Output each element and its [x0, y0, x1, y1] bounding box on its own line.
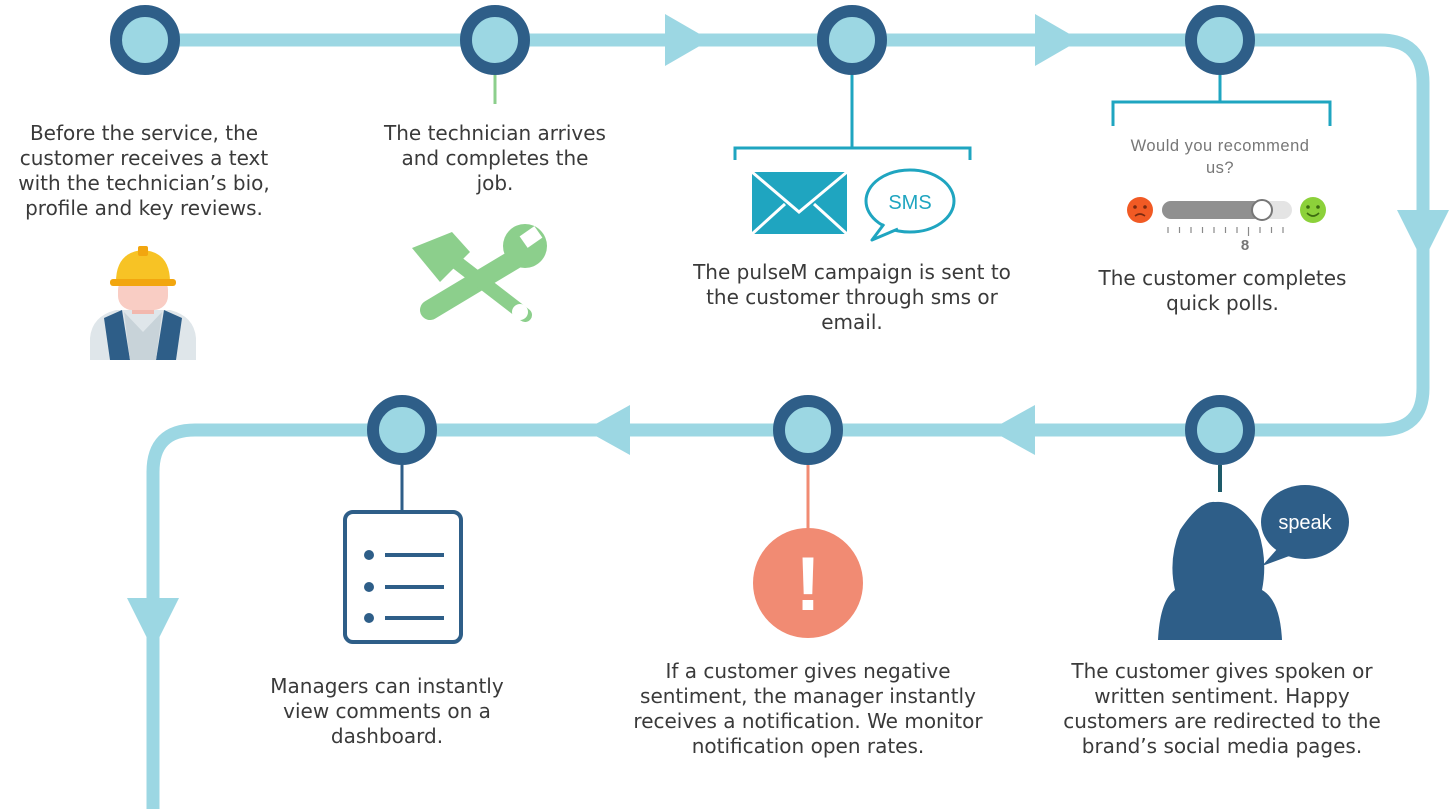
step-7-caption: Managers can instantly view comments on …	[270, 674, 504, 748]
sms-bubble-icon: SMS	[864, 168, 956, 242]
node-5	[1185, 395, 1255, 465]
step-3-caption: The pulseM campaign is sent to the custo…	[693, 260, 1011, 334]
flow-nodes	[110, 5, 1255, 465]
connector-4	[1111, 75, 1332, 126]
arrow-right-2	[1035, 14, 1080, 66]
checklist-icon	[343, 510, 463, 644]
person-speaking-icon: speak	[1158, 485, 1349, 640]
node-2	[460, 5, 530, 75]
speak-badge-text: speak	[1278, 512, 1332, 534]
sad-face-icon	[1127, 197, 1153, 223]
step-4-caption: The customer completes quick polls.	[1098, 266, 1347, 315]
flow-arrows	[127, 14, 1449, 650]
connector-3	[733, 75, 972, 160]
arrow-left-2	[585, 405, 630, 455]
happy-face-icon	[1300, 197, 1326, 223]
arrow-down-1	[1397, 210, 1449, 262]
node-4	[1185, 5, 1255, 75]
arrow-down-2	[127, 598, 179, 650]
flow-path	[145, 33, 1430, 809]
arrow-left-1	[990, 405, 1035, 455]
node-6	[773, 395, 843, 465]
tools-icon	[412, 224, 547, 322]
node-1	[110, 5, 180, 75]
poll-question: Would you recommend us?	[1130, 137, 1310, 177]
alert-badge-text: !	[795, 542, 820, 627]
step-6-caption: If a customer gives negative sentiment, …	[633, 659, 983, 758]
step-5-caption: The customer gives spoken or written sen…	[1063, 659, 1381, 758]
slider-ticks	[1167, 227, 1284, 236]
rating-slider-icon: 8	[1127, 197, 1326, 254]
node-3	[817, 5, 887, 75]
technician-avatar-icon	[90, 246, 196, 360]
node-7	[367, 395, 437, 465]
slider-thumb	[1251, 199, 1273, 221]
alert-icon: !	[753, 528, 863, 638]
arrow-right-1	[665, 14, 710, 66]
step-1-caption: Before the service, the customer receive…	[18, 121, 270, 220]
step-2-caption: The technician arrives and completes the…	[384, 121, 606, 195]
email-icon	[750, 170, 849, 236]
sms-badge-text: SMS	[888, 192, 931, 214]
slider-fill	[1162, 201, 1262, 219]
poll-score: 8	[1241, 237, 1249, 254]
